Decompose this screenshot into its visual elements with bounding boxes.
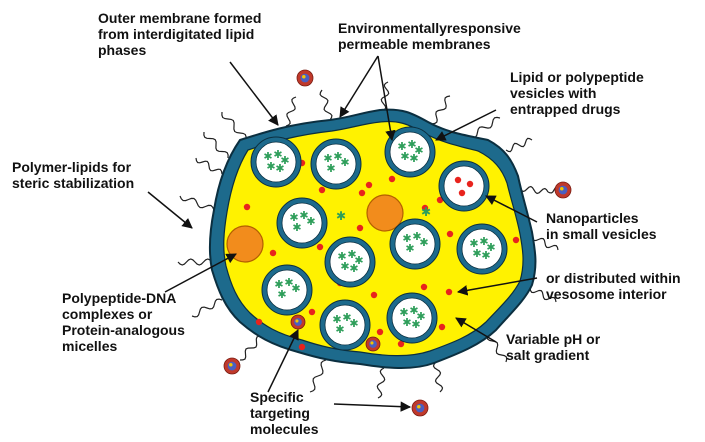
- label-distributed: or distributed within vesosome interior: [546, 270, 684, 302]
- label-lipid-vesicles: Lipid or polypeptide vesicles with entra…: [510, 69, 648, 117]
- polymer-tail: [222, 112, 246, 140]
- vesicle-lumen: [444, 166, 484, 206]
- vesicle: ✱✱✱✱✱: [325, 237, 375, 287]
- drug-mark: ✱: [405, 242, 414, 255]
- polymer-tail: [310, 360, 326, 392]
- drug-mark: ✱: [411, 318, 420, 331]
- drug-mark: ✱: [419, 236, 428, 249]
- label-env-membranes: Environmentallyresponsive permeable memb…: [338, 20, 525, 52]
- drug-mark: ✱: [349, 317, 358, 330]
- drug-mark: ✱: [340, 156, 349, 169]
- vesicle: ✱✱✱✱: [262, 265, 312, 315]
- label-targeting: Specific targeting molecules: [250, 389, 319, 437]
- polymer-tail: [432, 96, 450, 124]
- polymer-tail: [196, 158, 222, 174]
- drug-mark: ✱: [277, 288, 286, 301]
- nanoparticle: [467, 181, 473, 187]
- polymer-tail: [286, 97, 296, 126]
- targeting-ligand: [297, 70, 313, 86]
- drug-mark: ✱: [291, 282, 300, 295]
- free-nanoparticle: [377, 329, 383, 335]
- free-drug-mark: ✱: [421, 205, 431, 219]
- targeting-ligand: [291, 315, 305, 329]
- drug-mark: ✱: [292, 221, 301, 234]
- polymer-tail: [192, 299, 222, 317]
- free-nanoparticle: [357, 225, 363, 231]
- vesicle: ✱✱✱✱: [277, 198, 327, 248]
- vesicle: ✱✱✱✱✱: [385, 127, 435, 177]
- polymer-tail: [204, 132, 228, 158]
- free-nanoparticle: [447, 231, 453, 237]
- polymer-tail: [520, 187, 548, 194]
- leader-targeting-b: [334, 404, 410, 407]
- drug-mark: ✱: [349, 262, 358, 275]
- polymer-tail: [434, 362, 443, 392]
- drug-mark: ✱: [266, 160, 275, 173]
- vesicle: ✱✱✱✱: [390, 219, 440, 269]
- free-nanoparticle: [513, 237, 519, 243]
- free-nanoparticle: [299, 344, 305, 350]
- free-nanoparticle: [421, 284, 427, 290]
- drug-mark: ✱: [481, 249, 490, 262]
- ligand-highlight: [229, 363, 233, 367]
- polymer-tail: [240, 336, 262, 360]
- vesicle: ✱✱✱✱✱: [251, 137, 301, 187]
- leader-polymer-lipids: [148, 192, 192, 228]
- polymer-tail: [377, 368, 384, 398]
- polymer-tail: [506, 138, 532, 151]
- free-nanoparticle: [270, 250, 276, 256]
- free-nanoparticle: [256, 319, 262, 325]
- drug-mark: ✱: [335, 323, 344, 336]
- label-polypeptide-dna: Polypeptide-DNA complexes or Protein-ana…: [62, 290, 189, 354]
- drug-mark: ✱: [402, 316, 411, 329]
- label-nanoparticles: Nanoparticles in small vesicles: [546, 210, 657, 242]
- nanoparticle: [455, 177, 461, 183]
- drug-mark: ✱: [340, 260, 349, 273]
- ligand-highlight: [417, 405, 421, 409]
- label-variable-ph: Variable pH or salt gradient: [506, 331, 604, 363]
- ligand-highlight: [560, 187, 564, 191]
- targeting-ligand: [555, 182, 571, 198]
- ligand-highlight: [295, 319, 298, 322]
- free-nanoparticle: [309, 309, 315, 315]
- drug-mark: ✱: [472, 247, 481, 260]
- label-polymer-lipids: Polymer-lipids for steric stabilization: [12, 159, 135, 191]
- targeting-ligand: [366, 337, 380, 351]
- vesicle: [439, 161, 489, 211]
- free-nanoparticle: [389, 176, 395, 182]
- free-nanoparticle: [244, 204, 250, 210]
- leader-outer-membrane: [230, 62, 278, 125]
- polymer-tail: [320, 90, 332, 120]
- targeting-ligand: [412, 400, 428, 416]
- drug-mark: ✱: [275, 162, 284, 175]
- free-nanoparticle: [446, 289, 452, 295]
- free-drug-mark: ✱: [336, 209, 346, 223]
- drug-mark: ✱: [326, 162, 335, 175]
- drug-mark: ✱: [400, 150, 409, 163]
- ligand-highlight: [370, 341, 373, 344]
- drug-mark: ✱: [409, 152, 418, 165]
- vesicle: ✱✱✱✱: [311, 139, 361, 189]
- ligand-highlight: [302, 75, 306, 79]
- free-nanoparticle: [371, 292, 377, 298]
- leader-env-membrane-a: [340, 56, 378, 117]
- label-outer-membrane: Outer membrane formed from interdigitate…: [98, 10, 265, 58]
- free-nanoparticle: [319, 187, 325, 193]
- vesicle: ✱✱✱✱: [320, 300, 370, 350]
- vesicle: ✱✱✱✱✱: [387, 293, 437, 343]
- polymer-tail: [180, 196, 214, 210]
- free-nanoparticle: [366, 182, 372, 188]
- nanoparticle: [459, 190, 465, 196]
- vesicle: ✱✱✱✱✱: [457, 224, 507, 274]
- polymer-tail: [178, 259, 212, 265]
- targeting-ligand: [224, 358, 240, 374]
- free-nanoparticle: [317, 244, 323, 250]
- drug-mark: ✱: [306, 215, 315, 228]
- free-nanoparticle: [359, 190, 365, 196]
- free-nanoparticle: [439, 324, 445, 330]
